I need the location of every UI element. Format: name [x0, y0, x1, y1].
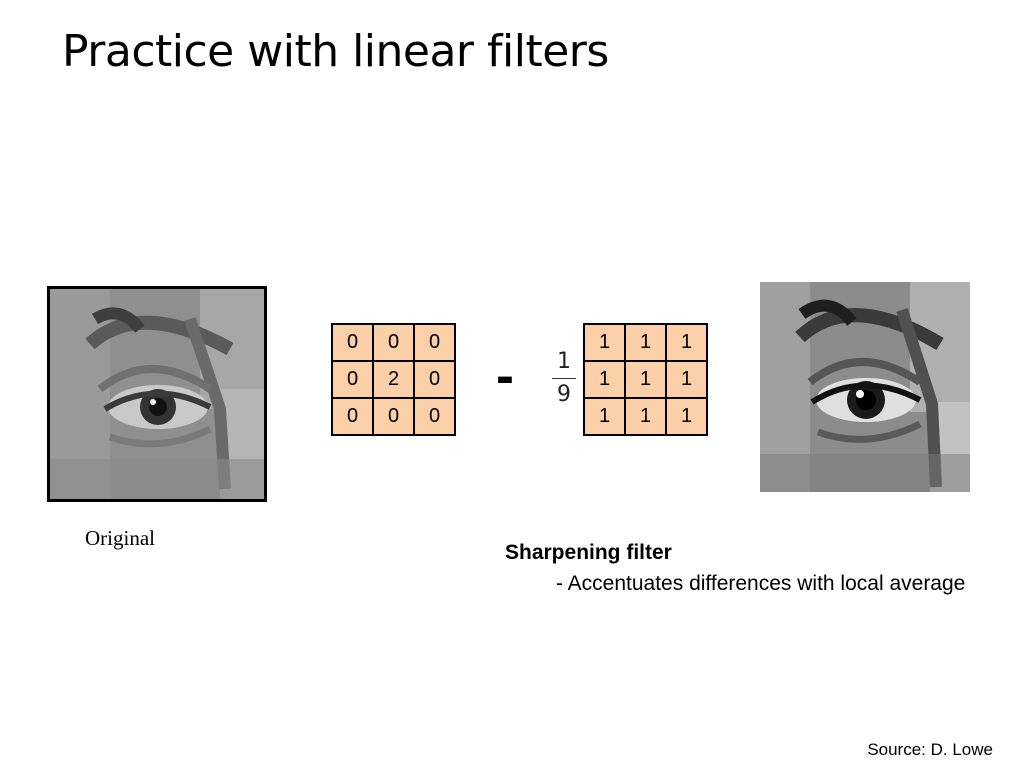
fraction-numerator: 1 — [557, 349, 571, 374]
one-ninth-fraction: 1 9 — [552, 350, 576, 407]
filter-description: Sharpening filter - Accentuates differen… — [505, 537, 966, 599]
source-credit: Source: D. Lowe — [867, 740, 993, 759]
fraction-bar — [552, 378, 576, 379]
kernel-cell: 0 — [331, 360, 374, 399]
kernel-cell: 1 — [624, 323, 667, 362]
kernel-cell: 0 — [413, 397, 456, 436]
kernel-cell: 1 — [583, 323, 626, 362]
kernel-cell: 0 — [372, 323, 415, 362]
sharpened-eye-image — [760, 282, 970, 492]
kernel-cell: 0 — [331, 323, 374, 362]
kernel-cell: 1 — [665, 397, 708, 436]
kernel-cell: 0 — [372, 397, 415, 436]
slide-title: Practice with linear filters — [62, 26, 609, 77]
kernel-cell: 2 — [372, 360, 415, 399]
box-kernel-matrix: 1 1 1 1 1 1 1 1 1 — [583, 323, 708, 436]
minus-operator: - — [496, 346, 514, 406]
original-label: Original — [85, 526, 155, 550]
original-eye-image — [47, 286, 267, 502]
kernel-cell: 1 — [624, 397, 667, 436]
kernel-cell: 1 — [583, 360, 626, 399]
kernel-cell: 0 — [331, 397, 374, 436]
identity-kernel-matrix: 0 0 0 0 2 0 0 0 0 — [331, 323, 456, 436]
description-body: - Accentuates differences with local ave… — [556, 572, 966, 595]
fraction-denominator: 9 — [557, 382, 571, 407]
kernel-cell: 1 — [583, 397, 626, 436]
kernel-cell: 1 — [624, 360, 667, 399]
description-heading: Sharpening filter — [505, 541, 672, 564]
kernel-cell: 0 — [413, 323, 456, 362]
kernel-cell: 0 — [413, 360, 456, 399]
kernel-cell: 1 — [665, 360, 708, 399]
kernel-cell: 1 — [665, 323, 708, 362]
